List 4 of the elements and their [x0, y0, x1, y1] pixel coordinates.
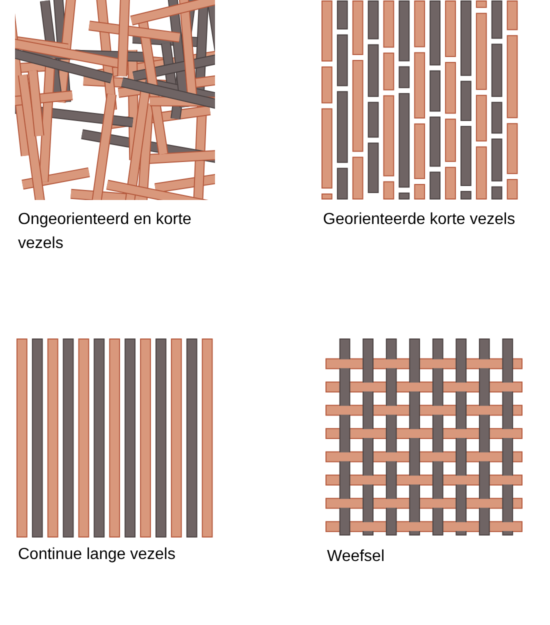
caption: Weefsel: [327, 547, 386, 567]
caption: Georienteerde korte vezels: [323, 210, 516, 230]
caption: Ongeorienteerd en korte vezels: [18, 210, 192, 254]
caption: Continue lange vezels: [18, 545, 176, 565]
